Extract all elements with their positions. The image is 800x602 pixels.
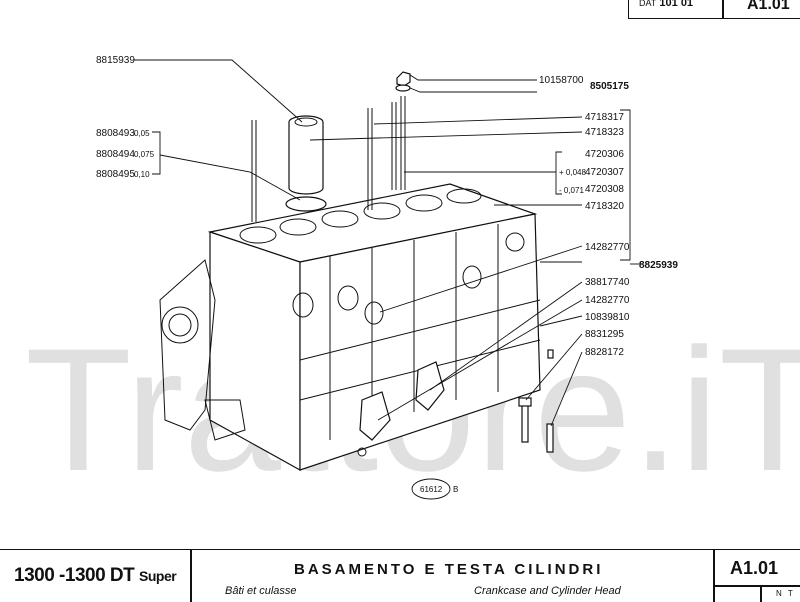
tol-0075: 0,075 <box>134 150 155 159</box>
lower-bracket <box>204 399 246 441</box>
figure-id-oval <box>411 478 451 500</box>
label-14282770-b: 14282770 <box>585 295 630 306</box>
label-8808493: 8808493 <box>96 128 135 139</box>
dat-label: DAT <box>639 0 657 8</box>
label-4718320: 4718320 <box>585 201 624 212</box>
cover-plate-1 <box>359 391 391 441</box>
header-code: A1.01 <box>747 0 790 13</box>
tol-005: 0,05 <box>134 129 150 138</box>
title-english: Crankcase and Cylinder Head <box>474 585 621 597</box>
tol-minus-0071: - 0,071 <box>559 186 584 195</box>
front-bore <box>161 306 199 344</box>
nut <box>396 71 411 87</box>
label-8815939: 8815939 <box>96 55 135 66</box>
figure-id: 61612 <box>420 485 443 494</box>
side-opening-4 <box>462 265 482 289</box>
liner-shim <box>285 196 327 212</box>
side-opening-3 <box>364 301 384 325</box>
label-38817740: 38817740 <box>585 277 630 288</box>
label-10158700: 10158700 <box>539 75 584 86</box>
model-text: 1300 -1300 DT <box>14 565 135 586</box>
label-8825939: 8825939 <box>639 260 678 271</box>
label-4718317: 4718317 <box>585 112 624 123</box>
label-10839810: 10839810 <box>585 312 630 323</box>
block-side-face <box>299 213 541 471</box>
timing-plate <box>159 259 216 431</box>
rear-bore <box>505 232 525 252</box>
footer-code: A1.01 <box>730 558 779 578</box>
header-box: DAT 101 01 A1.01 <box>628 0 800 19</box>
label-8808495: 8808495 <box>96 169 135 180</box>
front-bore-inner <box>168 313 192 337</box>
footer-divider-3 <box>760 585 762 602</box>
model-name: 1300 -1300 DT Super <box>14 565 177 587</box>
label-4720308: 4720308 <box>585 184 624 195</box>
footer-divider-1 <box>190 550 192 602</box>
part-labels: 8815939 8808493 0,05 8808494 0,075 88084… <box>96 55 678 358</box>
cover-plate-2 <box>415 361 445 411</box>
figure-suffix: B <box>453 485 458 494</box>
side-opening-1 <box>292 292 314 318</box>
label-8828172: 8828172 <box>585 347 624 358</box>
label-8808494: 8808494 <box>96 149 135 160</box>
washer <box>395 84 411 92</box>
label-8505175: 8505175 <box>590 81 629 92</box>
header-dat: DAT 101 01 <box>639 0 693 9</box>
footer: 1300 -1300 DT Super BASAMENTO E TESTA CI… <box>0 549 800 602</box>
model-suffix: Super <box>139 568 177 584</box>
dat-value: 101 01 <box>659 0 694 9</box>
label-4720306: 4720306 <box>585 149 624 160</box>
footer-nt: N T <box>776 589 795 598</box>
label-4720307: 4720307 <box>585 167 624 178</box>
leader-lines <box>134 59 640 427</box>
tol-010: 0,10 <box>134 170 150 179</box>
label-4718323: 4718323 <box>585 127 624 138</box>
block-ribs <box>299 224 541 440</box>
footer-hline <box>713 585 800 587</box>
header-separator <box>722 0 724 18</box>
page-title: BASAMENTO E TESTA CILINDRI <box>294 561 604 578</box>
footer-divider-2 <box>713 550 715 602</box>
bolts-right <box>518 349 554 453</box>
label-8831295: 8831295 <box>585 329 624 340</box>
studs <box>251 96 406 222</box>
side-opening-2 <box>337 285 359 311</box>
drain-plug <box>357 447 367 457</box>
label-14282770-a: 14282770 <box>585 242 630 253</box>
cylinder-liner <box>285 115 327 212</box>
tol-plus-0048: + 0,048 <box>559 168 586 177</box>
crankcase-drawing <box>159 183 541 472</box>
cylinder-bores <box>239 188 482 244</box>
title-french: Bâti et culasse <box>225 585 297 597</box>
